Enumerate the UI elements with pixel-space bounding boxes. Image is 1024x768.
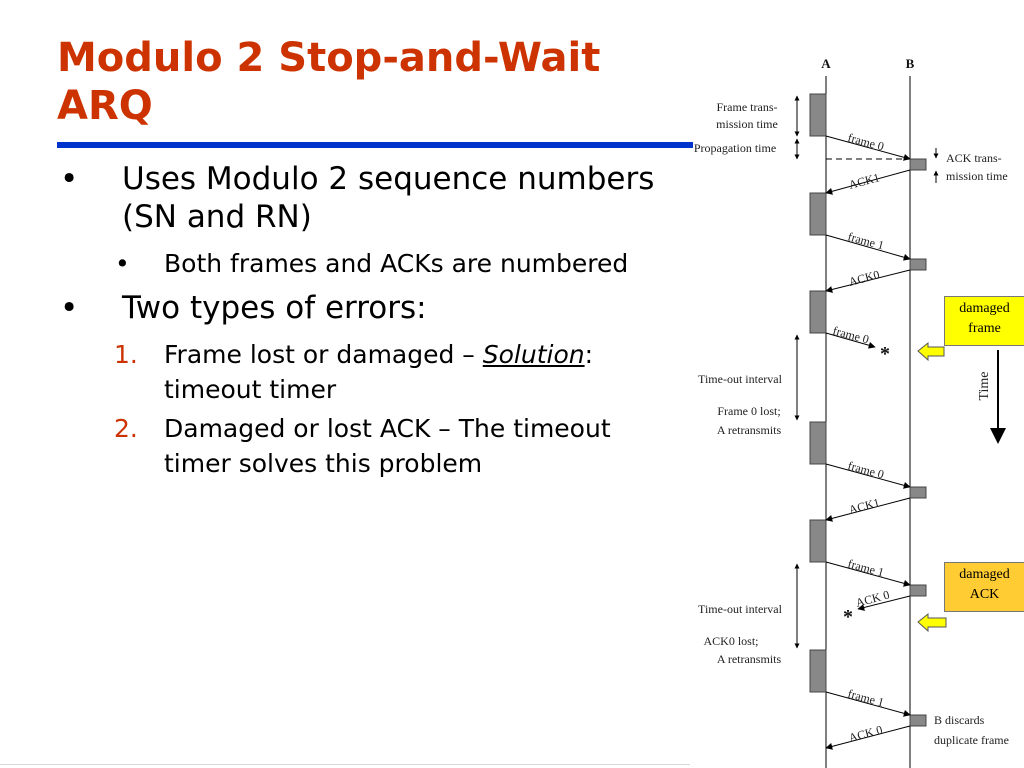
item-text: Damaged or lost ACK – The timeout timer …	[164, 414, 611, 478]
discard-note-1: B discards	[934, 713, 985, 727]
frame-label: frame 1	[846, 686, 885, 709]
frame-tx-block	[809, 93, 827, 137]
timeout-label: Time-out interval	[698, 372, 783, 386]
damage-asterisk: *	[880, 343, 890, 365]
bullet-item: • Two types of errors:	[60, 289, 680, 327]
lost-note-2: A retransmits	[717, 652, 782, 666]
bullet-text: Uses Modulo 2 sequence numbers (SN and R…	[122, 161, 655, 235]
ack-tx-block	[909, 158, 927, 171]
bullet-marker: •	[60, 290, 79, 326]
discard-note-2: duplicate frame	[934, 733, 1009, 747]
frame-label: frame 0	[846, 458, 885, 481]
damaged-ack-callout: damaged ACK	[944, 562, 1024, 612]
frame-tx-block	[809, 421, 827, 465]
ack-label: ACK0	[847, 267, 881, 289]
title-underline	[57, 142, 693, 148]
frame-tx-label-1: Frame trans-	[717, 100, 778, 114]
bullet-text: Two types of errors:	[122, 290, 427, 326]
ack-tx-block	[909, 486, 927, 499]
ack-tx-label-2: mission time	[946, 169, 1008, 183]
sub-bullet-text: Both frames and ACKs are numbered	[164, 249, 629, 278]
ack-arrow	[825, 725, 911, 750]
frame-tx-block	[809, 519, 827, 563]
ack-arrow	[825, 169, 911, 195]
frame-tx-label-2: mission time	[716, 117, 778, 131]
ack-tx-block	[909, 714, 927, 727]
callout-line-2: frame	[968, 321, 1001, 336]
ack-arrow	[825, 497, 911, 522]
numbered-item: 2. Damaged or lost ACK – The timeout tim…	[60, 411, 680, 481]
damaged-frame-callout: damaged frame	[944, 296, 1024, 346]
sub-bullet-marker: •	[115, 249, 130, 278]
lost-frame-arrow	[825, 332, 876, 349]
footer-divider	[0, 764, 690, 765]
item-number: 1.	[114, 340, 138, 369]
ack-label: ACK1	[847, 170, 881, 192]
frame-label: frame 1	[846, 556, 885, 579]
item-text-italic: Solution	[482, 340, 585, 369]
time-axis-arrowhead	[990, 428, 1006, 444]
title-line-2: ARQ	[57, 83, 153, 129]
frame-label: frame 0	[831, 323, 870, 346]
title-line-1: Modulo 2 Stop-and-Wait	[57, 35, 601, 81]
item-number: 2.	[114, 414, 138, 443]
lost-ack-arrow	[857, 595, 911, 611]
frame-arrow	[825, 135, 911, 161]
damaged-frame-pointer-icon	[917, 341, 945, 362]
damaged-ack-pointer-icon	[917, 612, 947, 633]
ack-arrow	[825, 269, 911, 293]
damage-asterisk: *	[843, 606, 853, 628]
prop-time-label: Propagation time	[694, 141, 776, 155]
frame-arrow	[825, 234, 911, 261]
time-axis-label: Time	[977, 371, 992, 400]
sub-bullet-item: • Both frames and ACKs are numbered	[60, 246, 680, 281]
frame-label: frame 1	[846, 229, 885, 252]
slide-title: Modulo 2 Stop-and-Wait ARQ	[57, 34, 677, 130]
ack-label: ACK1	[847, 495, 881, 517]
callout-line-1: damaged	[959, 301, 1010, 316]
node-a-label: A	[821, 56, 831, 71]
item-text-suffix: : timeout timer	[164, 340, 594, 404]
ack-tx-block	[909, 584, 927, 597]
frame-arrow	[825, 561, 911, 587]
lost-note-2: A retransmits	[717, 423, 782, 437]
ack-tx-label-1: ACK trans-	[946, 151, 1002, 165]
callout-line-2: ACK	[969, 587, 1000, 602]
item-text-prefix: Frame lost or damaged –	[164, 340, 483, 369]
lost-note-1: Frame 0 lost;	[717, 404, 780, 418]
bullet-marker: •	[60, 161, 79, 197]
numbered-item: 1. Frame lost or damaged – Solution: tim…	[60, 337, 680, 407]
frame-arrow	[825, 463, 911, 489]
frame-tx-block	[809, 192, 827, 236]
ack-tx-block	[909, 258, 927, 271]
bullet-item: • Uses Modulo 2 sequence numbers (SN and…	[60, 160, 680, 236]
ack-label: ACK 0	[854, 587, 891, 609]
callout-line-1: damaged	[959, 567, 1010, 582]
ack-label: ACK 0	[847, 722, 884, 744]
timeout-label: Time-out interval	[698, 602, 783, 616]
frame-label: frame 0	[846, 130, 885, 153]
node-b-label: B	[906, 56, 915, 71]
frame-arrow	[825, 691, 911, 717]
frame-tx-block	[809, 290, 827, 334]
bullet-list: • Uses Modulo 2 sequence numbers (SN and…	[60, 160, 680, 489]
frame-tx-block	[809, 649, 827, 693]
lost-note-1: ACK0 lost;	[703, 634, 758, 648]
